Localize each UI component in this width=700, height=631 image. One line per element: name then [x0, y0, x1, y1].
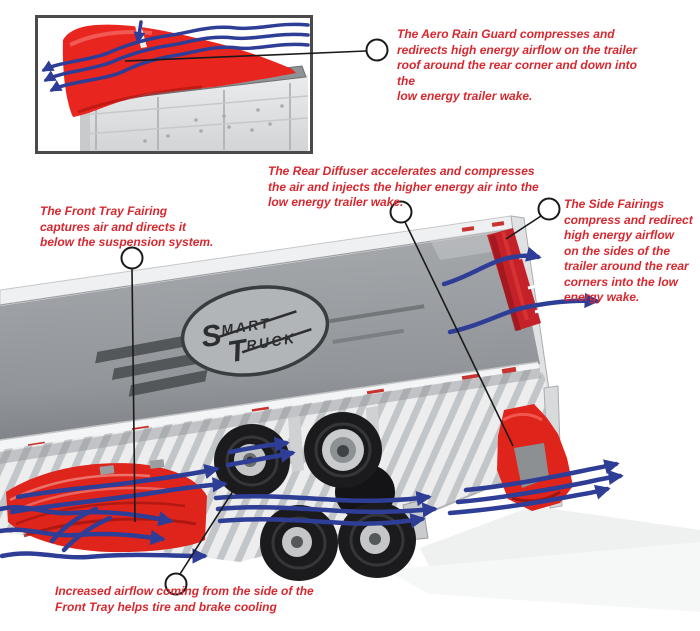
callouts: [120, 38, 561, 596]
callout-increased-airflow: [164, 487, 236, 596]
wheels: [214, 406, 429, 581]
callout-side-fairings: [505, 197, 561, 240]
tire: [304, 412, 395, 520]
annotation-rear-diffuser: The Rear Diffuser accelerates and compre…: [268, 164, 539, 209]
ground-shading: [385, 506, 700, 612]
annotation-aero-rain-guard: The Aero Rain Guard compresses and redir…: [397, 27, 638, 103]
callout-aero-rain-guard: [124, 38, 389, 62]
tire: [260, 505, 338, 581]
callout-front-tray: [120, 246, 144, 523]
annotation-front-tray: The Front Tray Fairing captures air and …: [40, 204, 214, 249]
airflow-arrows: [0, 246, 624, 564]
inset-airflow-arrows: [41, 20, 310, 92]
inset-detail: [35, 15, 313, 154]
callout-rear-diffuser: [389, 200, 514, 447]
annotation-increased-airflow: Increased airflow coming from the side o…: [55, 584, 314, 614]
annotation-side-fairings: The Side Fairings compress and redirect …: [564, 197, 693, 304]
smart-truck-logo: SMART TRUCK: [180, 285, 330, 377]
